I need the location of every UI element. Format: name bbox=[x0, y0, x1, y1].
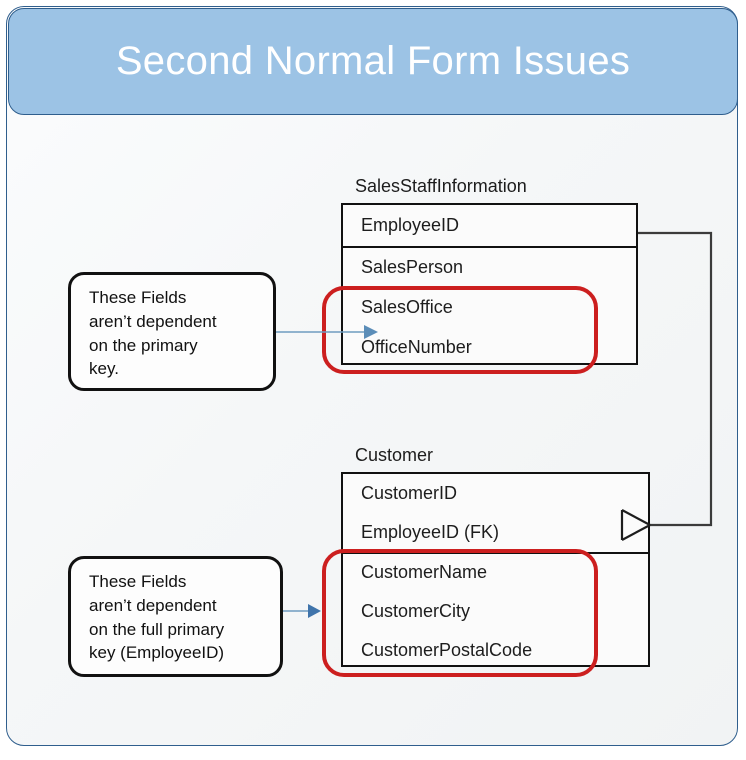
callout-full-primary-key-note: These Fields aren’t dependent on the ful… bbox=[68, 556, 283, 677]
field-row-customerid[interactable]: CustomerID bbox=[361, 483, 458, 503]
callout-primary-key-note: These Fields aren’t dependent on the pri… bbox=[68, 272, 276, 391]
page-title: Second Normal Form Issues bbox=[115, 39, 631, 83]
entity-box-customer: CustomerID EmployeeID (FK) CustomerName … bbox=[341, 472, 650, 667]
callout-line-1: These Fields bbox=[89, 572, 187, 591]
callout-arrow-2 bbox=[283, 604, 321, 618]
row-separator-pk bbox=[343, 246, 636, 248]
row-separator-pk-customer bbox=[343, 552, 648, 554]
callout-line-2: aren’t dependent bbox=[89, 595, 217, 615]
callout-line-3: on the full primary bbox=[89, 619, 225, 639]
callout-line-4: key (EmployeeID) bbox=[89, 643, 225, 663]
callout-line-4: key. bbox=[89, 359, 119, 379]
field-row-customerpostalcode[interactable]: CustomerPostalCode bbox=[361, 639, 533, 660]
highlight-rect-non-dependent-fields-1 bbox=[322, 286, 598, 374]
highlight-rect-non-dependent-fields-2 bbox=[322, 549, 598, 677]
field-row-salesperson[interactable]: SalesPerson bbox=[361, 256, 464, 277]
entity-title-sales-staff-information: SalesStaffInformation bbox=[355, 176, 527, 196]
callout-line-3: on the primary bbox=[89, 335, 198, 355]
field-row-employeeid-fk[interactable]: EmployeeID (FK) bbox=[361, 522, 500, 542]
field-row-customername[interactable]: CustomerName bbox=[361, 562, 488, 582]
entity-box-sales-staff-information: EmployeeID SalesPerson SalesOffice Offic… bbox=[341, 203, 638, 365]
field-row-officenumber[interactable]: OfficeNumber bbox=[361, 336, 472, 357]
field-row-salesoffice[interactable]: SalesOffice bbox=[361, 296, 453, 317]
field-row-employeeid[interactable]: EmployeeID bbox=[361, 215, 460, 235]
callout-line-1: These Fields bbox=[89, 288, 187, 307]
field-row-customercity[interactable]: CustomerCity bbox=[361, 601, 471, 621]
entity-title-customer: Customer bbox=[355, 445, 434, 465]
callout-line-2: aren’t dependent bbox=[89, 311, 217, 331]
slide-title-banner: Second Normal Form Issues bbox=[8, 8, 738, 115]
